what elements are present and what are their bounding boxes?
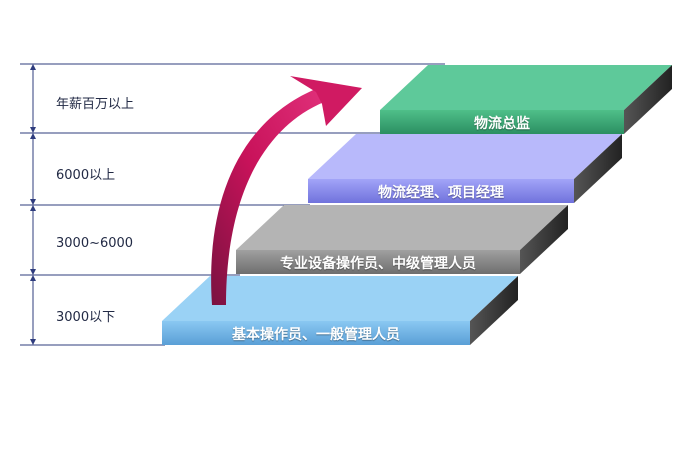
step-4-side (624, 65, 672, 134)
step-2-title: 专业设备操作员、中级管理人员 (280, 256, 476, 272)
level-lines (20, 63, 445, 346)
step-1-front (162, 321, 470, 345)
salary-label-2: 3000~6000 (56, 236, 134, 251)
salary-label-4: 年薪百万以上 (56, 97, 135, 112)
step-3-side (574, 134, 622, 203)
step-4 (380, 65, 672, 134)
step-2-top (236, 205, 568, 250)
growth-arrow (211, 76, 362, 305)
step-2-front (236, 250, 520, 274)
salary-label-3: 6000以上 (56, 168, 116, 183)
step-2 (236, 205, 568, 274)
step-3-title: 物流经理、项目经理 (378, 185, 504, 201)
salary-label-1: 3000以下 (56, 310, 116, 325)
growth-arrow-head (290, 76, 362, 126)
step-1-title: 基本操作员、一般管理人员 (232, 327, 400, 343)
step-4-top (380, 65, 672, 110)
step-1-top (162, 276, 518, 321)
growth-arrow-shaft (211, 88, 324, 305)
step-4-front (380, 110, 624, 134)
step-3-top (308, 134, 622, 179)
step-4-title: 物流总监 (474, 116, 530, 132)
step-2-side (520, 205, 568, 274)
step-1-side (470, 276, 518, 345)
step-1 (162, 276, 518, 345)
step-3-front (308, 179, 574, 203)
step-3 (308, 134, 622, 203)
